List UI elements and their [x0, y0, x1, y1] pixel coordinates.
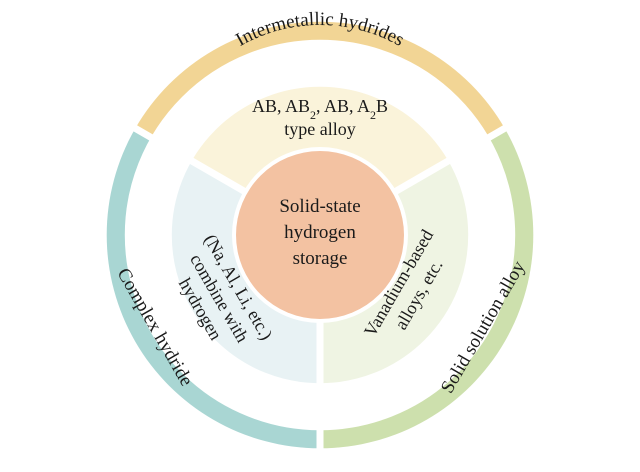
inner-label-intermetallic-line1: AB, AB2, AB, A2B: [252, 96, 388, 122]
center-circle: [236, 151, 404, 319]
center-label-line1: Solid-state: [279, 196, 360, 217]
inner-label-intermetallic-line2: type alloy: [284, 119, 355, 139]
center-label-line3: storage: [293, 248, 348, 269]
center-label-line2: hydrogen: [284, 222, 356, 243]
